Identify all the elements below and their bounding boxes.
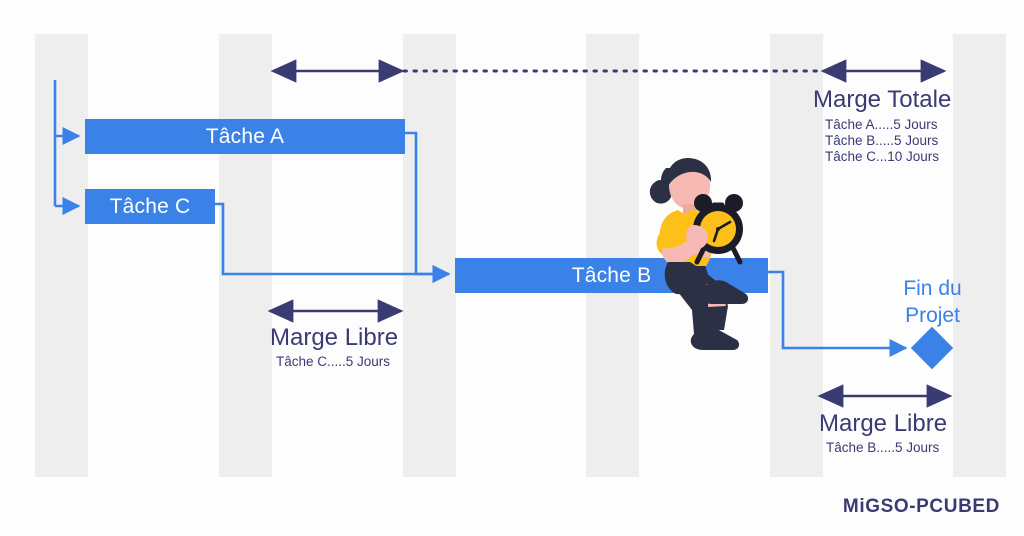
task-bar-label: Tâche C xyxy=(109,194,191,218)
marge-libre-c-detail: Tâche C.....5 Jours xyxy=(276,354,391,369)
hand-shape xyxy=(686,225,709,249)
task-bar-label: Tâche B xyxy=(571,263,652,287)
marge-totale-title: Marge Totale xyxy=(813,86,952,113)
marge-totale-detail-a: Tâche A.....5 Jours xyxy=(825,117,938,132)
milestone-label-line2: Projet xyxy=(905,304,960,327)
link-a-to-b xyxy=(405,131,451,284)
marge-libre-b-detail: Tâche B.....5 Jours xyxy=(826,440,940,455)
calendar-stripe xyxy=(403,34,456,477)
calendar-stripe xyxy=(953,34,1006,477)
brand-logo: MiGSO-PCUBED xyxy=(842,496,1000,517)
calendar-stripe xyxy=(219,34,272,477)
calendar-stripe xyxy=(586,34,639,477)
marge-libre-b-title: Marge Libre xyxy=(819,410,948,437)
marge-totale-detail-b: Tâche B.....5 Jours xyxy=(825,133,939,148)
task-bar-tache-a[interactable]: Tâche A xyxy=(85,119,405,154)
task-bar-label: Tâche A xyxy=(205,124,285,148)
link-start-to-a-and-c xyxy=(53,80,81,216)
task-bar-tache-c[interactable]: Tâche C xyxy=(85,189,215,224)
calendar-stripe xyxy=(770,34,823,477)
marge-totale-detail-c: Tâche C...10 Jours xyxy=(825,149,940,164)
link-c-to-b xyxy=(215,202,451,284)
milestone-label-line1: Fin du xyxy=(903,277,962,300)
link-b-to-milestone xyxy=(768,270,908,358)
marge-libre-c-title: Marge Libre xyxy=(270,324,399,351)
calendar-stripe xyxy=(35,34,88,477)
